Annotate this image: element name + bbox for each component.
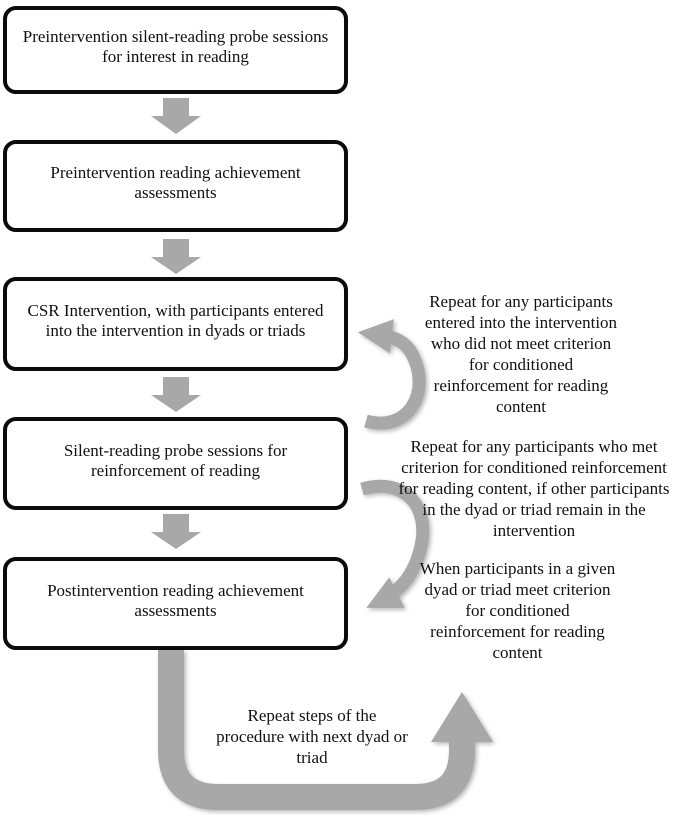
annotation-repeat-not-met-criterion: Repeat for any participants entered into…	[424, 292, 618, 416]
flow-box-postintervention-assessments: Postintervention reading achievement ass…	[3, 557, 348, 650]
flow-box-csr-intervention: CSR Intervention, with participants ente…	[3, 277, 348, 371]
repeat-loop-arrow-icon	[158, 650, 493, 810]
flow-box-silent-reading-probes: Silent-reading probe sessions for reinfo…	[3, 417, 348, 510]
down-arrow-icon	[151, 239, 201, 274]
down-arrow-icon	[151, 514, 201, 549]
loop-down-arrow-icon	[360, 479, 430, 608]
loop-back-arrow-icon	[357, 319, 426, 430]
annotation-repeat-next-dyad: Repeat steps of the procedure with next …	[216, 706, 408, 767]
annotation-repeat-met-criterion: Repeat for any participants who met crit…	[398, 437, 670, 540]
flow-box-preintervention-assessments: Preintervention reading achievement asse…	[3, 140, 348, 232]
annotation-when-criterion-met: When participants in a given dyad or tri…	[419, 559, 616, 662]
down-arrow-icon	[151, 377, 201, 412]
down-arrow-icon	[151, 98, 201, 134]
flow-box-preintervention-probes: Preintervention silent-reading probe ses…	[3, 6, 348, 94]
